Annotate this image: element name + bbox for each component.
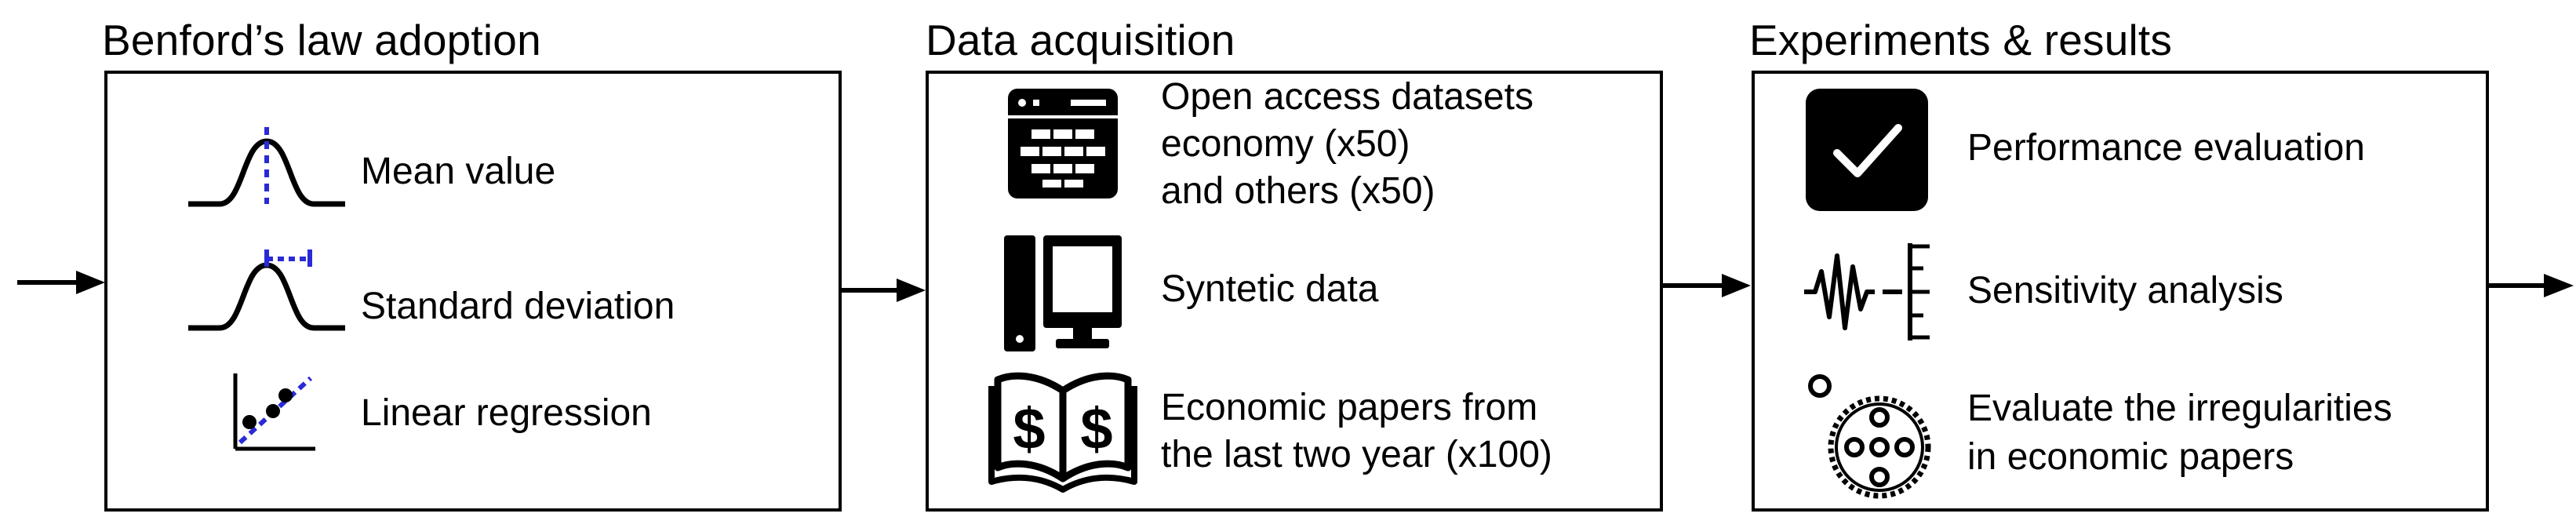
- section-title-benford: Benford’s law adoption: [102, 16, 541, 64]
- label-line: and others (x50): [1161, 170, 1435, 212]
- label-standard-deviation: Standard deviation: [361, 286, 675, 327]
- label-line: Open access datasets: [1161, 76, 1534, 118]
- database-window-icon: [1008, 89, 1118, 198]
- arrow-out-of-experiments: [2489, 274, 2574, 297]
- label-line: economy (x50): [1161, 123, 1410, 165]
- svg-text:$: $: [1080, 396, 1112, 461]
- label-performance-evaluation: Performance evaluation: [1967, 127, 2365, 169]
- bell-curve-mean-icon: [188, 127, 345, 207]
- label-open-access-datasets: Open access datasets economy (x50) and o…: [1161, 74, 1534, 215]
- label-sensitivity-analysis: Sensitivity analysis: [1967, 270, 2283, 311]
- arrow-benford-to-data: [842, 279, 926, 302]
- label-line: in economic papers: [1967, 436, 2294, 478]
- arrow-data-to-experiments: [1663, 274, 1751, 297]
- svg-text:$: $: [1013, 396, 1045, 461]
- label-line: Evaluate the irregularities: [1967, 388, 2392, 429]
- label-syntetic-data: Syntetic data: [1161, 268, 1379, 310]
- arrow-into-benford: [17, 271, 105, 294]
- regression-plot-icon: [233, 373, 315, 451]
- label-economic-papers: Economic papers from the last two year (…: [1161, 384, 1552, 479]
- section-title-data-acquisition: Data acquisition: [926, 16, 1235, 64]
- cells-petri-icon: [1808, 374, 1931, 499]
- dollar-book-icon: $ $: [988, 372, 1137, 493]
- label-line: the last two year (x100): [1161, 434, 1552, 475]
- signal-ruler-icon: [1804, 243, 1930, 340]
- box-benford: [104, 71, 842, 512]
- checkbox-icon: [1806, 89, 1928, 211]
- label-evaluate-irregularities: Evaluate the irregularities in economic …: [1967, 384, 2392, 482]
- label-linear-regression: Linear regression: [361, 392, 652, 434]
- bell-curve-std-icon: [188, 249, 345, 331]
- label-line: Economic papers from: [1161, 387, 1538, 428]
- label-mean-value: Mean value: [361, 151, 556, 192]
- section-title-experiments: Experiments & results: [1749, 16, 2173, 64]
- computer-icon: [1004, 235, 1122, 351]
